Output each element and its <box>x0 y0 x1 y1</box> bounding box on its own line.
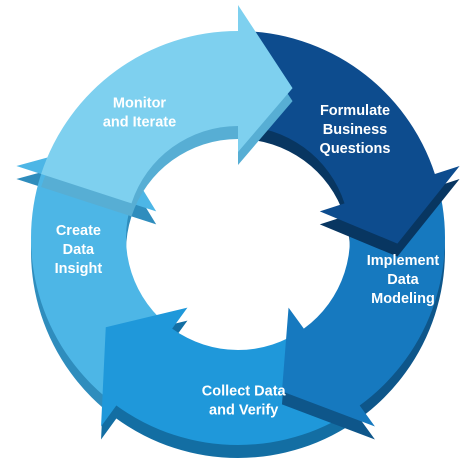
segment-implement-label-line: Modeling <box>371 291 435 307</box>
segment-create-label-line: Insight <box>55 261 103 277</box>
segment-formulate-label-line: Formulate <box>320 103 390 119</box>
segment-monitor-label-line: Monitor <box>113 95 167 111</box>
segment-formulate <box>238 31 460 257</box>
segment-create-label-line: Data <box>63 242 95 258</box>
segment-collect-label-line: and Verify <box>209 402 278 418</box>
segment-implement-label-line: Data <box>387 272 419 288</box>
segment-collect-label-line: Collect Data <box>202 383 287 399</box>
segment-implement-label-line: Implement <box>367 253 440 269</box>
segment-formulate-arrow <box>238 31 460 244</box>
segment-collect-label: Collect Data and Verify <box>202 383 287 418</box>
segment-monitor-label: Monitor and Iterate <box>103 95 176 130</box>
segment-formulate-label-line: Business <box>323 122 387 138</box>
segment-monitor <box>41 5 293 217</box>
segment-layer <box>16 5 460 459</box>
segment-monitor-arrow <box>41 5 293 204</box>
segment-monitor-label-line: and Iterate <box>103 114 176 130</box>
segment-create-label-line: Create <box>56 223 101 239</box>
segment-formulate-label-line: Questions <box>320 141 391 157</box>
